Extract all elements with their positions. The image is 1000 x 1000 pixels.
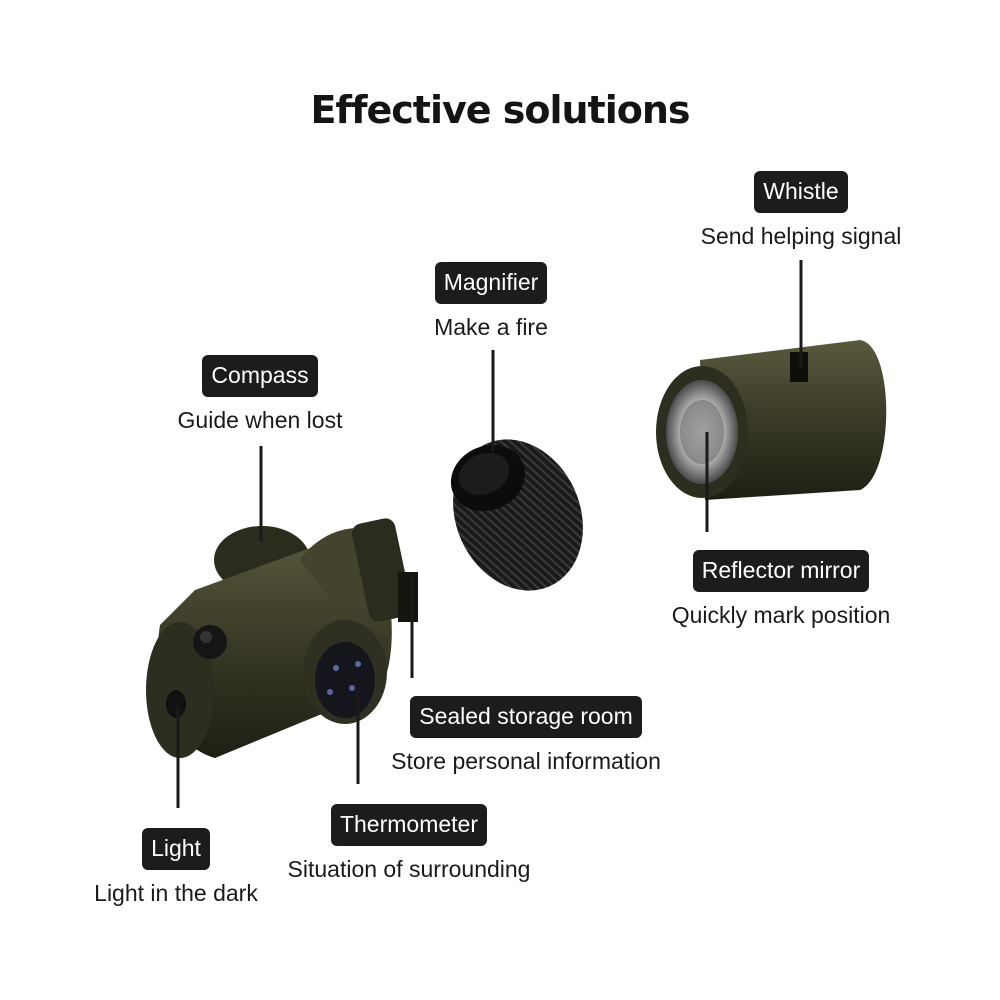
feature-whistle-label: Whistle (754, 171, 848, 213)
feature-magnifier-label: Magnifier (434, 262, 548, 304)
feature-light-desc: Light in the dark (94, 880, 258, 906)
feature-compass-label: Compass (202, 355, 318, 397)
feature-whistle-desc: Send helping signal (700, 223, 902, 249)
feature-magnifier: Magnifier Make a fire (341, 262, 641, 341)
feature-reflector-desc: Quickly mark position (671, 602, 891, 628)
feature-storage-label: Sealed storage room (410, 696, 642, 738)
feature-thermometer: Thermometer Situation of surrounding (259, 804, 559, 883)
page-title: Effective solutions (310, 88, 690, 132)
feature-magnifier-desc: Make a fire (434, 314, 548, 340)
feature-compass: Compass Guide when lost (110, 355, 410, 434)
feature-compass-desc: Guide when lost (177, 407, 343, 433)
feature-reflector-label: Reflector mirror (692, 550, 870, 592)
feature-storage: Sealed storage room Store personal infor… (346, 696, 706, 775)
magnifier-cap-part (450, 439, 583, 591)
feature-whistle: Whistle Send helping signal (651, 171, 951, 250)
feature-light: Light Light in the dark (51, 828, 301, 907)
feature-thermometer-label: Thermometer (330, 804, 488, 846)
feature-reflector: Reflector mirror Quickly mark position (631, 550, 931, 629)
feature-storage-desc: Store personal information (391, 748, 661, 774)
reflector-whistle-part (656, 340, 887, 500)
feature-thermometer-desc: Situation of surrounding (287, 856, 531, 882)
feature-light-label: Light (142, 828, 210, 870)
